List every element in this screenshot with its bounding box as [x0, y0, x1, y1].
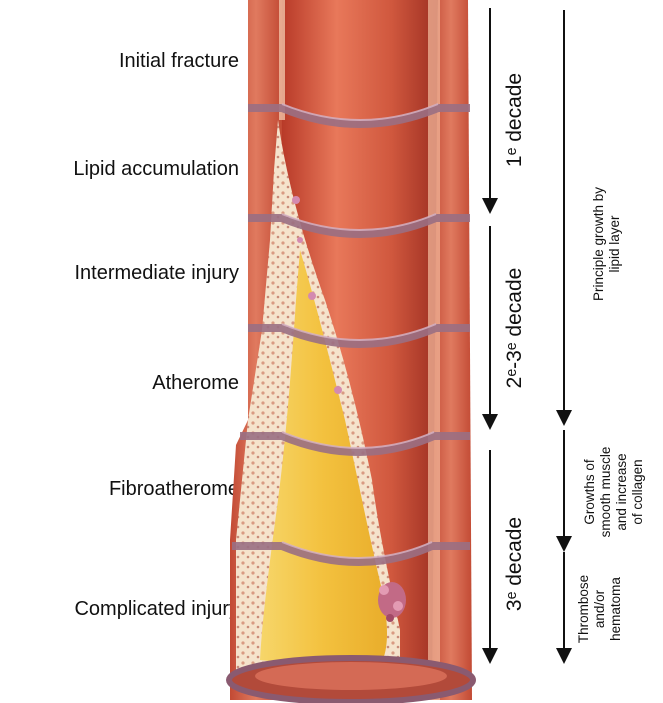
decade-arrow-3-line [489, 450, 491, 650]
growth-arrow-muscle-line [563, 430, 565, 540]
growth-label-muscle-line-3: and increase [614, 432, 630, 552]
growth-arrow-lipid-head [556, 410, 572, 426]
decade-label-3: 3ᵉ decade [503, 504, 527, 624]
decade-arrow-2-head [482, 414, 498, 430]
artery-intima-left [279, 0, 285, 120]
decade-label-2: 2ᵉ-3ᵉ decade [503, 258, 527, 398]
growth-label-lipid-line-1: Principle growth by [591, 174, 607, 314]
growth-label-thrombose-line-3: hematoma [608, 564, 624, 654]
growth-arrow-lipid-line [563, 10, 565, 414]
decade-arrow-1-line [489, 8, 491, 202]
growth-label-lipid: Principle growth by lipid layer [591, 174, 623, 314]
growth-label-muscle-line-2: smooth muscle [598, 432, 614, 552]
growth-arrow-thrombose-line [563, 552, 565, 652]
growth-label-muscle-line-1: Growths of [582, 432, 598, 552]
growth-label-muscle: Growths of smooth muscle and increase of… [582, 432, 646, 552]
growth-arrow-muscle-head [556, 536, 572, 552]
growth-label-thrombose-line-2: and/or [592, 564, 608, 654]
decade-label-1: 1ᵉ decade [503, 60, 527, 180]
growth-label-thrombose-line-1: Thrombose [576, 564, 592, 654]
decade-arrow-1-head [482, 198, 498, 214]
decade-arrow-3-head [482, 648, 498, 664]
decade-arrow-2-line [489, 226, 491, 418]
growth-label-thrombose: Thrombose and/or hematoma [576, 564, 624, 654]
growth-label-lipid-line-2: lipid layer [607, 174, 623, 314]
growth-arrow-thrombose-head [556, 648, 572, 664]
growth-label-muscle-line-4: of collagen [630, 432, 646, 552]
